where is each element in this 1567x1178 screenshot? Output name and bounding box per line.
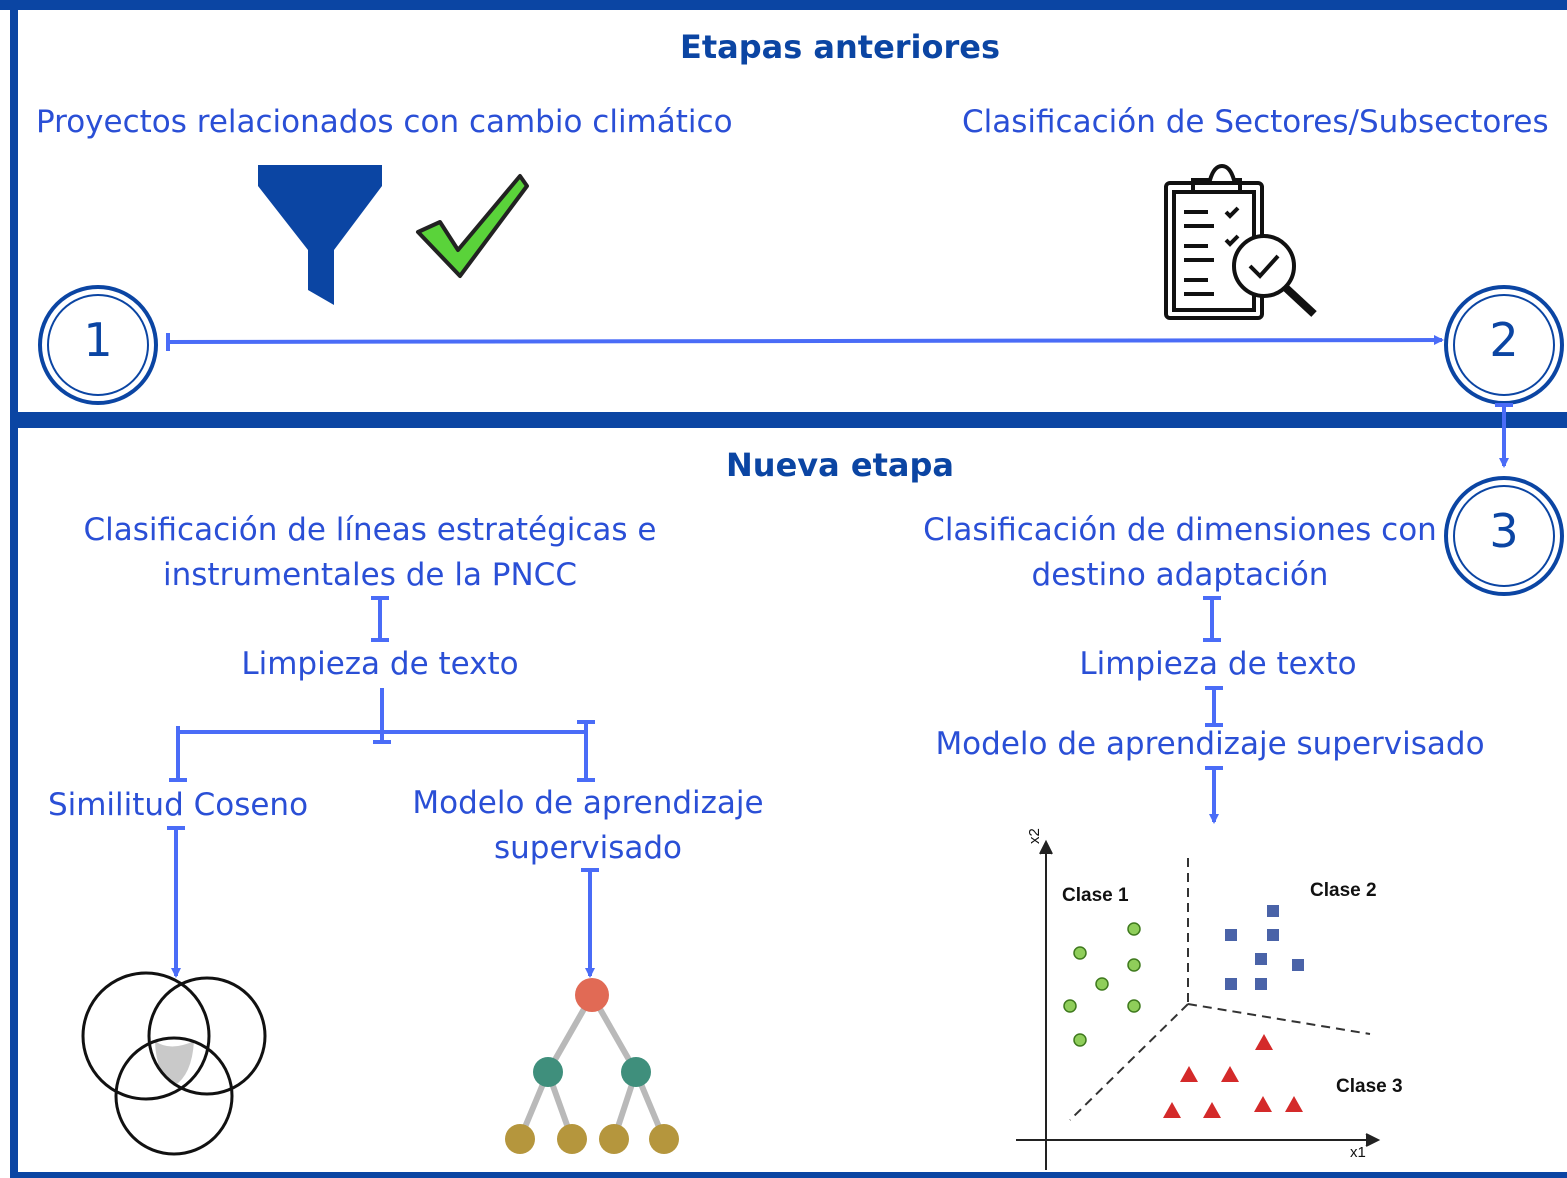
step-1-circle [38, 285, 158, 405]
left-heading-line2: instrumentales de la PNCC [163, 557, 577, 593]
step-1-label: Proyectos relacionados con cambio climát… [36, 104, 733, 140]
right-heading-line1: Clasificación de dimensiones con [923, 512, 1437, 548]
checkmark-icon [416, 174, 529, 278]
scatter-plot-icon [1016, 839, 1381, 1170]
class-1-label: Clase 1 [1062, 885, 1129, 906]
class-3-points [1163, 1034, 1303, 1118]
step-3-circle [1444, 476, 1564, 596]
left-text-cleaning: Limpieza de texto [241, 646, 519, 682]
step-2-number: 2 [1489, 313, 1519, 367]
connectors [166, 333, 1513, 978]
left-supervised-model-line2: supervisado [493, 830, 683, 866]
previous-stages-title: Etapas anteriores [679, 28, 1001, 66]
right-text-cleaning: Limpieza de texto [1079, 646, 1357, 682]
step-2-label: Clasificación de Sectores/Subsectores [962, 104, 1549, 140]
left-supervised-model-line1: Modelo de aprendizaje [412, 785, 764, 821]
y-axis-label: x2 [1026, 828, 1043, 844]
venn-diagram-icon [81, 971, 267, 1156]
x-axis-label: x1 [1350, 1144, 1366, 1161]
step-1-number: 1 [83, 313, 113, 367]
class-3-label: Clase 3 [1336, 1076, 1403, 1097]
step-3-number: 3 [1489, 504, 1519, 558]
class-1-points [1063, 922, 1141, 1047]
right-heading-line2: destino adaptación [1031, 557, 1329, 593]
decision-tree-icon [505, 978, 679, 1154]
new-stage-title: Nueva etapa [726, 446, 954, 484]
class-2-label: Clase 2 [1310, 880, 1377, 901]
right-supervised-model: Modelo de aprendizaje supervisado [935, 726, 1485, 762]
left-heading-line1: Clasificación de líneas estratégicas e [83, 512, 657, 548]
clipboard-search-icon [1164, 163, 1317, 320]
cosine-similarity-label: Similitud Coseno [47, 787, 309, 823]
funnel-icon [258, 165, 382, 305]
class-2-points [1225, 905, 1304, 990]
